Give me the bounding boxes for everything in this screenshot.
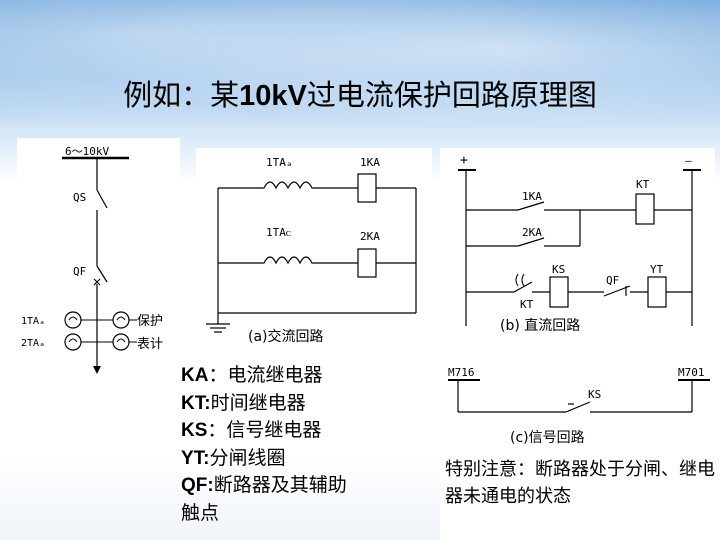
- signal-circuit-panel: M716 M701 KS (c)信号回路: [440, 360, 715, 455]
- page-title: 例如：某10kV过电流保护回路原理图: [0, 72, 720, 114]
- kt-contact-label: KT: [520, 298, 534, 311]
- minus-label: —: [685, 154, 692, 167]
- legend-item: 触点: [181, 501, 220, 524]
- ac-circuit-diagram: 1TAₐ 1KA 1TAᴄ 2KA (a)交流回路: [206, 156, 417, 345]
- kt-delay-contact: [513, 281, 533, 293]
- ct-right-top-icon: [112, 311, 130, 329]
- protect-label: 保护: [137, 314, 163, 329]
- ks-coil: [549, 276, 569, 308]
- legend-item: KA：电流继电器: [181, 364, 323, 386]
- breaker-blade: [96, 265, 108, 283]
- kt-coil-label: KT: [636, 178, 650, 191]
- dc-circuit-panel: + — 1KA KT 2KA KS QF YT KT (b: [440, 148, 715, 338]
- qs-label: QS: [73, 191, 86, 204]
- legend: KA：电流继电器 KT:时间继电器 KS：信号继电器 YT:分闸线圈 QF:断路…: [181, 362, 426, 527]
- yt-trip-coil: [647, 276, 667, 308]
- ct2-winding: [218, 256, 358, 265]
- legend-item: KT:时间继电器: [181, 391, 306, 414]
- state-note: 特别注意：断路器处于分闸、继电器未通电的状态: [445, 459, 715, 507]
- qf-contact-label: QF: [606, 274, 619, 287]
- ct1-winding: [218, 181, 358, 190]
- meter-label: 表计: [137, 337, 163, 352]
- relay1-label: 1KA: [360, 156, 380, 169]
- ks-signal-label: KS: [588, 388, 601, 401]
- legend-item: KS：信号继电器: [181, 419, 322, 441]
- voltage-label: 6～10kV: [65, 145, 109, 158]
- plus-label: +: [460, 153, 468, 168]
- kt-coil: [635, 193, 655, 225]
- m701-label: M701: [678, 366, 705, 379]
- title-voltage: 10kV: [239, 80, 307, 112]
- legend-item: QF:断路器及其辅助: [181, 474, 347, 496]
- relay2-label: 2KA: [360, 230, 380, 243]
- signal-circuit-diagram: M716 M701 KS (c)信号回路: [448, 366, 710, 446]
- yt-coil-label: YT: [650, 263, 664, 276]
- ka2-contact-label: 2KA: [522, 226, 542, 239]
- ac-circuit-panel: 1TAₐ 1KA 1TAᴄ 2KA (a)交流回路: [196, 148, 432, 358]
- ka2-contact: [517, 237, 545, 247]
- ac-caption: (a)交流回路: [248, 328, 324, 345]
- relay-1ka-coil: [357, 173, 377, 203]
- ct1-label: 1TAₐ: [266, 156, 293, 169]
- signal-caption: (c)信号回路: [510, 430, 585, 446]
- ks-coil-label: KS: [552, 263, 565, 276]
- ka1-contact-label: 1KA: [522, 190, 542, 203]
- legend-item: YT:分闸线圈: [181, 446, 286, 469]
- relay-2ka-coil: [357, 248, 377, 278]
- primary-circuit-panel: 6～10kV QS QF 1TAₐ 2TAₐ 保护 表计: [17, 138, 180, 378]
- primary-circuit-diagram: 6～10kV QS QF 1TAₐ 2TAₐ 保护 表计: [21, 145, 163, 374]
- disconnector-blade: [96, 189, 108, 209]
- ct-right-bottom-icon: [112, 333, 130, 351]
- dc-circuit-diagram: + — 1KA KT 2KA KS QF YT KT (b: [458, 153, 701, 334]
- ct-left-bottom-icon: [64, 333, 82, 351]
- ta2-label: 2TAₐ: [21, 338, 45, 349]
- title-suffix: 过电流保护回路原理图: [306, 78, 597, 112]
- ct-left-top-icon: [64, 311, 82, 329]
- qf-label: QF: [73, 265, 86, 278]
- m716-label: M716: [448, 366, 475, 379]
- ka1-contact: [517, 201, 545, 211]
- ct2-label: 1TAᴄ: [266, 226, 291, 239]
- ta1-label: 1TAₐ: [21, 316, 45, 327]
- sky-background: [0, 0, 720, 140]
- dc-caption: (b) 直流回路: [500, 317, 580, 334]
- load-arrow-icon: [93, 366, 101, 374]
- title-prefix: 例如：某: [123, 78, 240, 112]
- ks-signal-contact: [565, 401, 591, 413]
